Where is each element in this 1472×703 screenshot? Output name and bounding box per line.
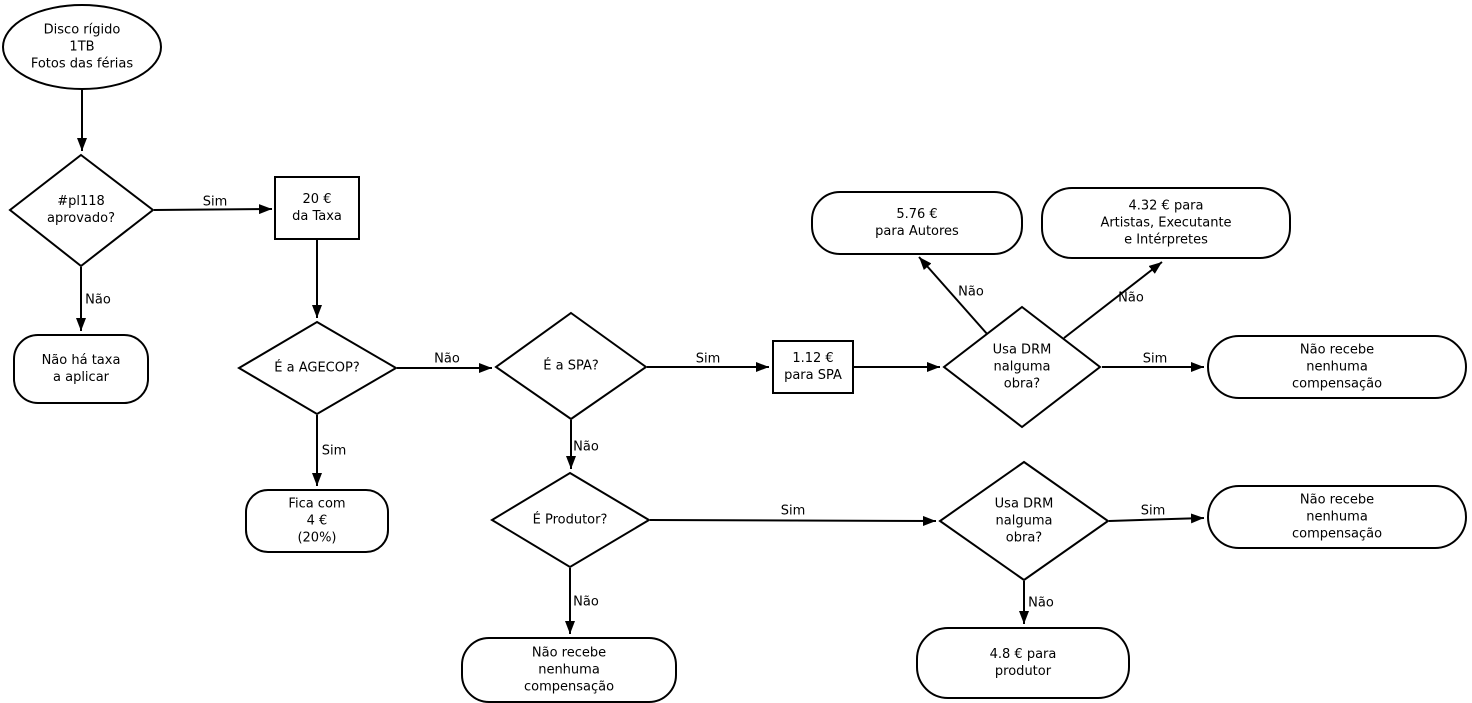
edge-label-produtor-nao: Não [573, 594, 599, 610]
node-no-taxa-label: Não há taxa a aplicar [41, 353, 121, 385]
node-autores-label: 5.76 € para Autores [875, 207, 959, 239]
node-agecop-label: É a AGECOP? [274, 360, 360, 376]
node-artistas-terminal-shape [1041, 187, 1291, 259]
edge-label-agecop-sim: Sim [321, 443, 347, 459]
node-start-label: Disco rígido 1TB Fotos das férias [30, 22, 134, 72]
edge-drm1-nao-to-autores [918, 256, 989, 336]
node-drm2-label: Usa DRM nalguma obra? [994, 496, 1054, 546]
edge-label-pl118-sim: Sim [202, 194, 228, 210]
node-spa112-process-shape [772, 340, 854, 394]
node-no-taxa-terminal-shape [13, 334, 149, 404]
edge-drm2-sim-to-nocomp3 [1108, 513, 1205, 524]
node-nocomp1-label: Não recebe nenhuma compensação [1291, 342, 1383, 392]
node-artistas-label: 4.32 € para Artistas, Executante e Intér… [1100, 198, 1232, 248]
node-produtor-label: É Produtor? [532, 512, 608, 528]
edge-pl118-sim-to-taxa20 [153, 204, 273, 215]
edge-produtor-sim-to-drm2 [649, 515, 937, 526]
node-produtor-decision-shape [490, 471, 651, 569]
edge-drm1-nao-to-artistas [1063, 261, 1163, 339]
node-pl118-label: #pl118 aprovado? [47, 194, 115, 226]
edge-label-drm2-nao: Não [1028, 595, 1054, 611]
node-fica-label: Fica com 4 € (20%) [288, 496, 346, 546]
node-nocomp2-label: Não recebe nenhuma compensação [523, 645, 615, 695]
edge-label-produtor-sim: Sim [780, 503, 806, 519]
flowchart-nodes [2, 4, 1467, 703]
node-nocomp3-terminal-shape [1207, 485, 1467, 549]
edge-label-pl118-nao: Não [85, 292, 111, 308]
node-fica-terminal-shape [245, 489, 389, 553]
edge-label-agecop-nao: Não [434, 351, 460, 367]
node-start-shape [2, 4, 162, 90]
node-spa-label: É a SPA? [543, 358, 599, 374]
node-nocomp3-label: Não recebe nenhuma compensação [1291, 492, 1383, 542]
node-drm1-label: Usa DRM nalguma obra? [992, 342, 1052, 392]
edge-label-spa-nao: Não [573, 439, 599, 455]
node-agecop-decision-shape [237, 320, 398, 416]
node-autores-terminal-shape [811, 191, 1023, 255]
node-taxa20-label: 20 € da Taxa [292, 192, 342, 224]
flowchart-edges [76, 90, 1205, 634]
node-drm2-decision-shape [938, 460, 1110, 582]
node-nocomp2-terminal-shape [461, 637, 677, 703]
edge-label-drm1-nao-artistas: Não [1118, 290, 1144, 306]
edge-label-drm2-sim: Sim [1140, 503, 1166, 519]
node-spa-decision-shape [494, 311, 648, 421]
node-pl118-decision-shape [8, 153, 155, 268]
edge-label-drm1-sim: Sim [1142, 351, 1168, 367]
node-produtor48-label: 4.8 € para produtor [989, 647, 1057, 679]
node-taxa20-process-shape [274, 176, 360, 240]
node-drm1-decision-shape [942, 305, 1102, 429]
node-produtor48-terminal-shape [916, 627, 1130, 699]
edge-label-spa-sim: Sim [695, 351, 721, 367]
node-spa112-label: 1.12 € para SPA [784, 351, 842, 383]
node-nocomp1-terminal-shape [1207, 335, 1467, 399]
edge-label-drm1-nao-autores: Não [958, 284, 984, 300]
